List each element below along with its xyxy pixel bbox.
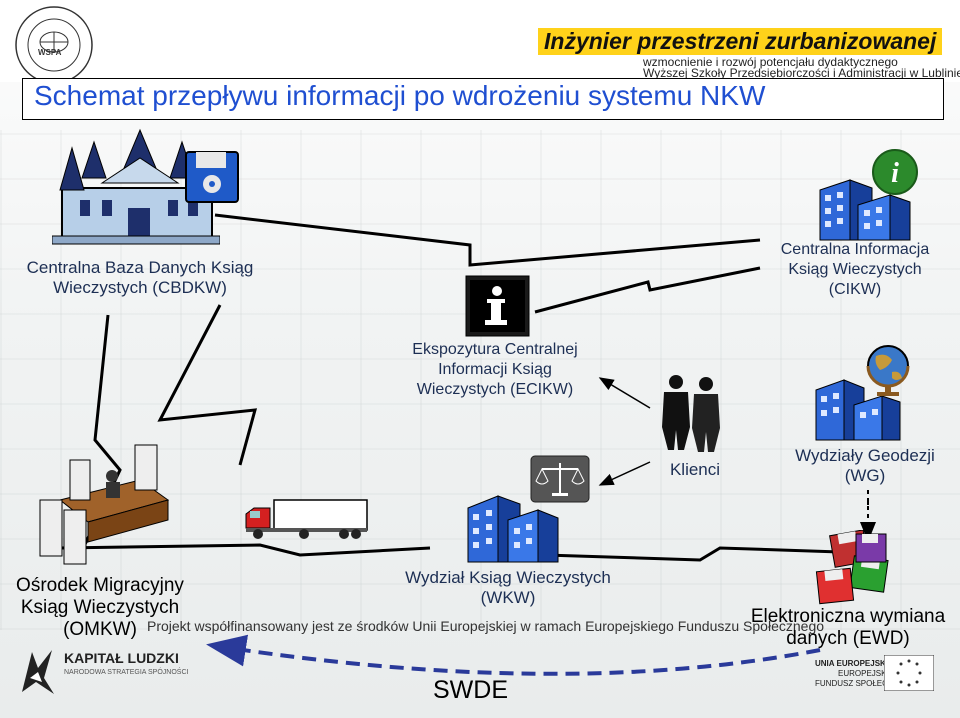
link-cikw-ecikw: [534, 266, 761, 314]
office-building-icon: [819, 179, 911, 241]
label-omkw: Ośrodek Migracyjny Ksiąg Wieczystych (OM…: [0, 575, 200, 641]
label-wg: Wydziały Geodezji (WG): [770, 446, 960, 486]
eu-label-3: FUNDUSZ SPOŁECZNY: [815, 679, 904, 688]
label-cikw: Centralna Informacja Ksiąg Wieczystych (…: [750, 240, 960, 300]
label-wg-line1: Wydziały Geodezji: [795, 446, 935, 465]
label-wkw-line2: (WKW): [480, 588, 536, 607]
desk-archive-icon: [39, 444, 170, 565]
arrow-klienci-wkw: [598, 461, 651, 486]
label-swde: SWDE: [433, 676, 508, 704]
info-icon: [465, 275, 530, 337]
cofinance-note: Projekt współfinansowany jest ze środków…: [147, 618, 825, 634]
scales-icon: [530, 455, 590, 503]
arrow-ewd-omkw: [206, 634, 821, 676]
info-circle-icon: i: [872, 149, 918, 195]
floppy-disks-icon: [815, 530, 889, 605]
business-people-icon: [662, 375, 720, 452]
label-ecikw-line2: Informacji Ksiąg: [438, 361, 552, 378]
label-ewd: Elektroniczna wymiana danych (EWD): [728, 606, 960, 650]
label-omkw-line1: Ośrodek Migracyjny: [16, 575, 184, 596]
arrow-klienci-ecikw: [598, 377, 651, 409]
title-box: [22, 78, 944, 120]
eu-label-2: EUROPEJSKI: [838, 669, 889, 678]
label-wkw-line1: Wydział Ksiąg Wieczystych: [405, 568, 611, 587]
label-cikw-line3: (CIKW): [828, 281, 882, 298]
truck-icon: [245, 499, 368, 539]
eu-flag-icon: [884, 655, 934, 691]
label-cbdkw-line1: Centralna Baza Danych Ksiąg: [26, 258, 254, 277]
office-building-icon: [467, 495, 559, 563]
label-cbdkw: Centralna Baza Danych Ksiąg Wieczystych …: [2, 258, 278, 298]
label-ewd-line1: Elektroniczna wymiana: [750, 606, 946, 627]
program-subtitle-2: Wyższej Szkoły Przedsiębiorczości i Admi…: [643, 66, 960, 80]
link-cbdkw-cikw: [214, 213, 761, 267]
label-klienci: Klienci: [669, 460, 721, 479]
eu-label-1: UNIA EUROPEJSKA: [815, 659, 892, 668]
wspa-abbr: WSPA: [38, 48, 62, 57]
office-building-icon: [815, 379, 901, 441]
kapital-ludzki-logo: [22, 650, 54, 694]
label-ecikw: Ekspozytura Centralnej Informacji Ksiąg …: [370, 340, 620, 400]
kapital-ludzki-title: KAPITAŁ LUDZKI: [64, 650, 179, 666]
label-wkw: Wydział Ksiąg Wieczystych (WKW): [368, 568, 648, 608]
label-wg-line2: (WG): [844, 466, 886, 485]
label-cikw-line1: Centralna Informacja: [780, 241, 930, 258]
link-wkw-cbdkw: [157, 304, 258, 466]
globe-icon: [866, 345, 910, 396]
slide-title: Schemat przepływu informacji po wdrożeni…: [34, 80, 766, 111]
label-ecikw-line1: Ekspozytura Centralnej: [412, 341, 578, 358]
program-subtitle-1: wzmocnienie i rozwój potencjału dydaktyc…: [643, 55, 898, 69]
floppy-disk-icon: [185, 151, 239, 203]
label-cbdkw-line2: Wieczystych (CBDKW): [53, 278, 227, 297]
kapital-ludzki-subtitle: NARODOWA STRATEGIA SPÓJNOŚCI: [64, 669, 189, 676]
label-omkw-line3: (OMKW): [63, 619, 137, 640]
label-ewd-line2: danych (EWD): [786, 628, 910, 649]
link-wkw-ewd: [544, 546, 841, 562]
label-omkw-line2: Ksiąg Wieczystych: [20, 597, 180, 618]
label-ecikw-line3: Wieczystych (ECIKW): [416, 381, 574, 398]
label-cikw-line2: Ksiąg Wieczystych: [788, 261, 922, 278]
link-omkw-wkw: [59, 543, 431, 557]
program-title: Inżynier przestrzeni zurbanizowanej: [538, 28, 943, 55]
svg-text:i: i: [891, 158, 899, 189]
